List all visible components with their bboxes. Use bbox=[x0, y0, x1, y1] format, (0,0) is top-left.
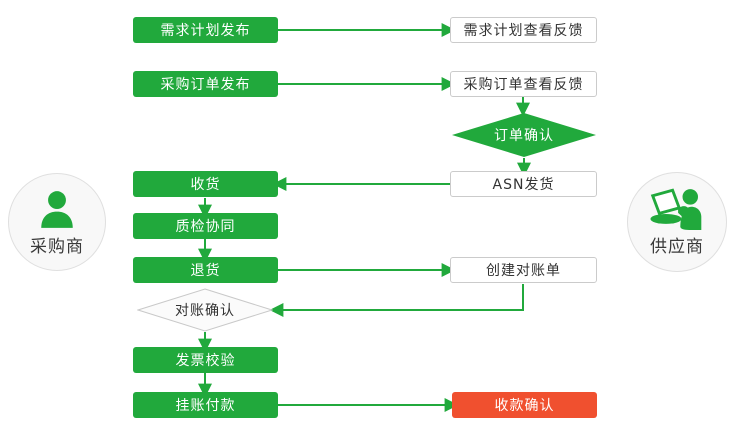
supplier-actor: 供应商 bbox=[627, 172, 727, 272]
node-statement-confirm: 对账确认 bbox=[137, 288, 273, 332]
node-payment-on-account: 挂账付款 bbox=[133, 392, 278, 418]
supplier-label: 供应商 bbox=[650, 236, 704, 257]
node-receive: 收货 bbox=[133, 171, 278, 197]
node-invoice-check: 发票校验 bbox=[133, 347, 278, 373]
node-po-feedback: 采购订单查看反馈 bbox=[450, 71, 597, 97]
node-demand-plan-feedback: 需求计划查看反馈 bbox=[450, 17, 597, 43]
node-create-statement: 创建对账单 bbox=[450, 257, 597, 283]
person-laptop-icon bbox=[649, 187, 705, 230]
node-order-confirm-label: 订单确认 bbox=[494, 128, 554, 144]
node-quality-collab: 质检协同 bbox=[133, 213, 278, 239]
node-payment-confirm: 收款确认 bbox=[452, 392, 597, 418]
buyer-actor: 采购商 bbox=[8, 173, 106, 271]
node-statement-confirm-label: 对账确认 bbox=[175, 303, 235, 319]
node-demand-plan-release: 需求计划发布 bbox=[133, 17, 278, 43]
buyer-label: 采购商 bbox=[30, 236, 84, 257]
node-po-release: 采购订单发布 bbox=[133, 71, 278, 97]
node-order-confirm: 订单确认 bbox=[451, 112, 597, 158]
node-returns: 退货 bbox=[133, 257, 278, 283]
person-icon bbox=[35, 188, 79, 230]
node-asn-ship: ASN发货 bbox=[450, 171, 597, 197]
